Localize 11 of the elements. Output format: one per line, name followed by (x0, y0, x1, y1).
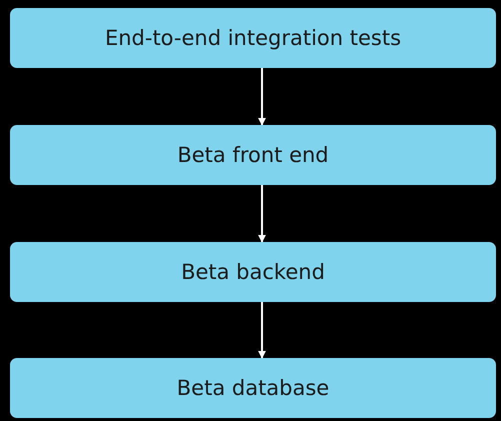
arrow (258, 68, 266, 126)
box-label: End-to-end integration tests (104, 26, 402, 50)
process-box (10, 8, 496, 68)
process-box (10, 242, 496, 302)
arrow (258, 302, 266, 359)
box-label: Beta front end (177, 143, 329, 167)
process-box (10, 125, 496, 185)
box-label: Beta database (176, 376, 330, 400)
arrow (258, 185, 266, 243)
box-label: Beta backend (181, 260, 325, 284)
process-box (10, 358, 496, 418)
